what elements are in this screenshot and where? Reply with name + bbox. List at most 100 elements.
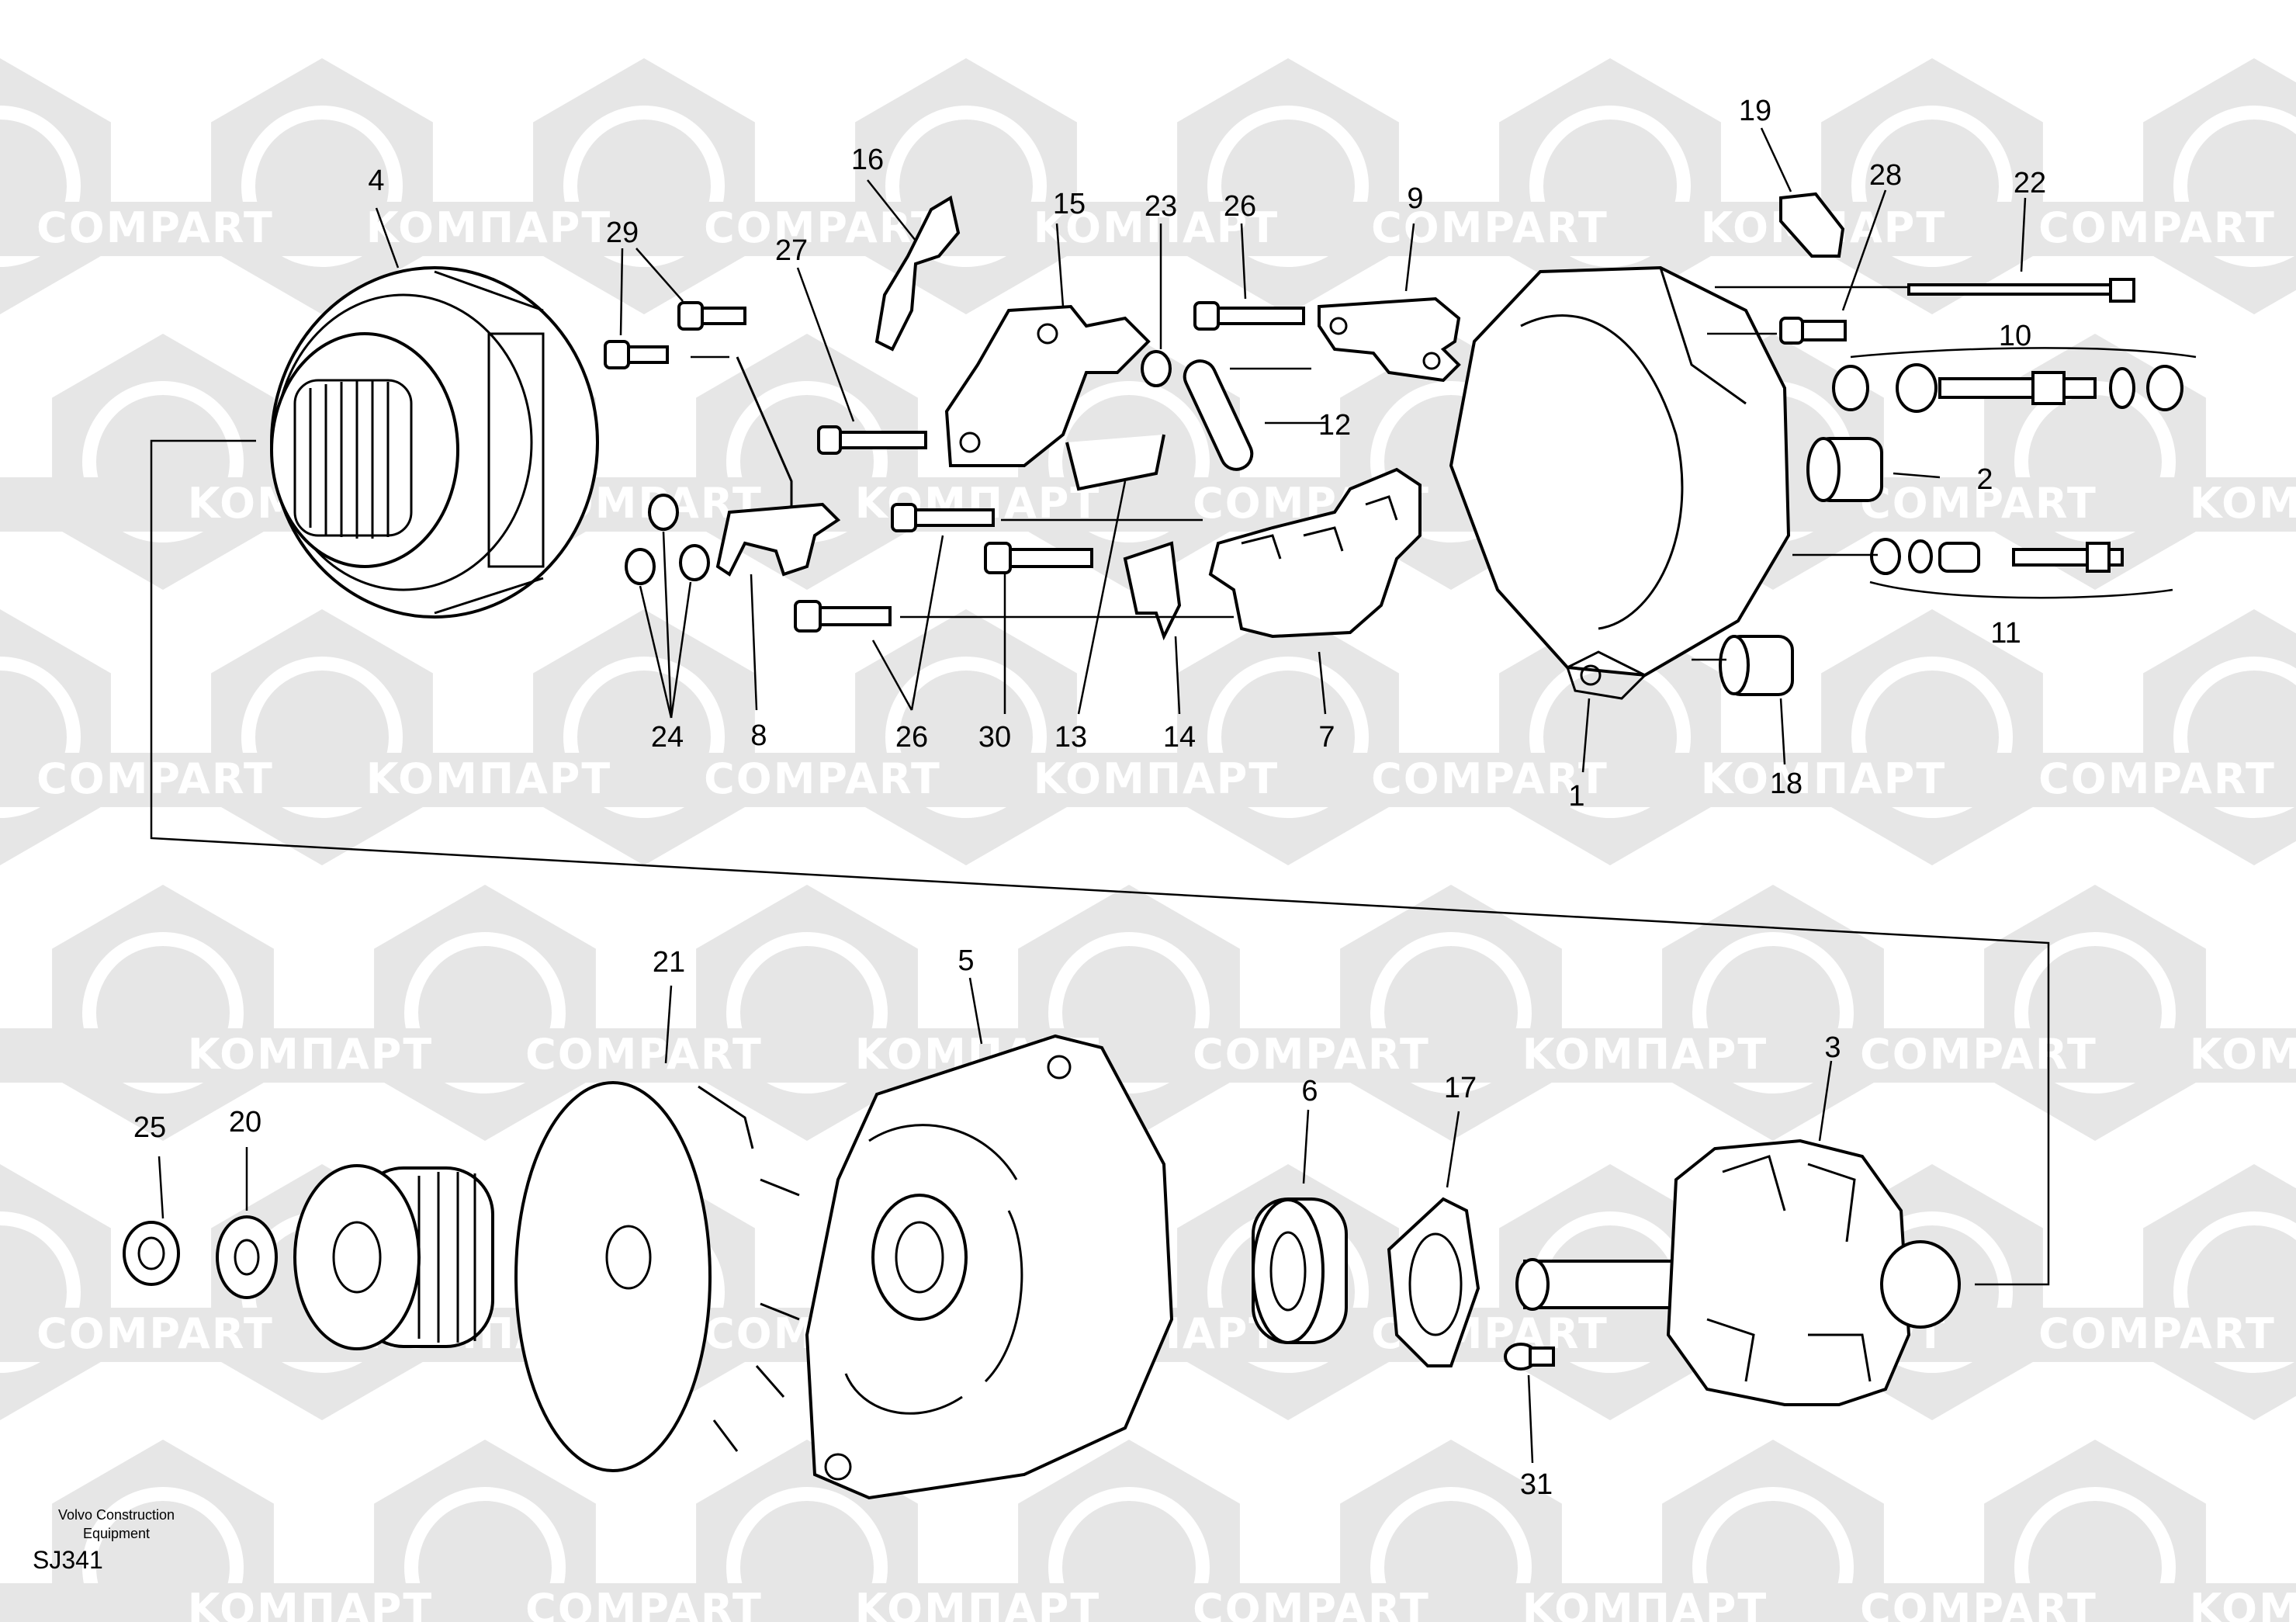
- watermark-word: COMPART: [1860, 1585, 2097, 1622]
- callout-6: 6: [1301, 1075, 1318, 1107]
- watermark-hexagon: [1340, 1440, 1562, 1622]
- watermark-word: KOMПAPT: [1522, 1030, 1768, 1079]
- part-7-diode-bridge: [1208, 467, 1422, 639]
- watermark-ring: [563, 106, 725, 267]
- watermark-ring: [563, 657, 725, 818]
- callout-22: 22: [2014, 167, 2046, 199]
- callout-29: 29: [606, 217, 639, 249]
- callout-14: 14: [1163, 721, 1196, 754]
- watermark-word: COMPART: [2038, 203, 2276, 252]
- watermark-word: COMPART: [36, 754, 274, 803]
- part-2-insulating-sleeve: [1806, 437, 1883, 502]
- watermark-ring: [404, 1487, 566, 1622]
- watermark-ring: [82, 381, 244, 542]
- watermark-word: COMPART: [1371, 754, 1609, 803]
- watermark-ring: [404, 932, 566, 1093]
- callout-10: 10: [1999, 320, 2031, 352]
- watermark-word: COMPART: [2038, 1309, 2276, 1358]
- watermark-word: COMPART: [2038, 754, 2276, 803]
- watermark-hexagon: [0, 1164, 111, 1420]
- watermark-hexagon: [0, 58, 111, 314]
- part-21-fan: [514, 1081, 800, 1472]
- callout-12: 12: [1318, 409, 1351, 442]
- part-14-terminal-clip: [1123, 541, 1182, 641]
- watermark-ring: [2173, 1211, 2296, 1373]
- callout-labels: 4 29 16 27 15 23 26 9 19 28 22 10 12 2 1…: [133, 95, 2046, 1501]
- callout-1: 1: [1568, 780, 1584, 813]
- watermark-hexagon: [52, 1440, 274, 1622]
- watermark-word: COMPART: [1193, 1030, 1430, 1079]
- part-22-through-bolt: [1907, 278, 2135, 303]
- part-13-wire-bracket: [1065, 434, 1165, 491]
- watermark-word: KOMПAPT: [2190, 1585, 2296, 1622]
- watermark-word: COMPART: [36, 203, 274, 252]
- watermark-word: COMPART: [36, 1309, 274, 1358]
- part-12-strap: [1183, 359, 1254, 471]
- callout-23: 23: [1145, 190, 1177, 223]
- part-10-hardware: [1832, 363, 2183, 413]
- callout-31: 31: [1520, 1468, 1553, 1501]
- footer-diagram-code: SJ341: [33, 1546, 103, 1574]
- callout-21: 21: [653, 946, 685, 979]
- watermark-ring: [1370, 932, 1532, 1093]
- watermark-word: COMPART: [525, 1030, 763, 1079]
- callout-27: 27: [775, 234, 808, 267]
- watermark-ring: [0, 1211, 81, 1373]
- pulley: [293, 1164, 494, 1350]
- callout-8: 8: [750, 719, 767, 752]
- watermark-ring: [0, 657, 81, 818]
- part-19-cap: [1779, 192, 1845, 258]
- callout-5: 5: [958, 944, 974, 977]
- watermark-word: COMPART: [704, 203, 941, 252]
- callout-25: 25: [133, 1111, 166, 1144]
- callout-19: 19: [1739, 95, 1771, 127]
- watermark-band: [0, 1028, 2296, 1083]
- watermark-word: KOMПAPT: [1522, 1585, 1768, 1622]
- watermark-ring: [241, 657, 403, 818]
- watermark-ring: [726, 932, 888, 1093]
- part-3-rotor: [1515, 1139, 1961, 1406]
- watermark-hexagon: [2143, 609, 2296, 865]
- watermark-word: KOMПAPT: [1034, 754, 1279, 803]
- part-9-regulator: [1318, 296, 1461, 383]
- callout-28: 28: [1869, 159, 1902, 192]
- watermark-ring: [2173, 657, 2296, 818]
- watermark-ring: [726, 1487, 888, 1622]
- watermark-word: COMPART: [1860, 479, 2097, 528]
- watermark-band: [0, 753, 2296, 807]
- watermark-word: COMPART: [525, 1585, 763, 1622]
- watermark-ring: [82, 932, 244, 1093]
- watermark-ring: [0, 106, 81, 267]
- watermark-hexagon: [2143, 1164, 2296, 1420]
- watermark-word: KOMПAPT: [366, 203, 611, 252]
- watermark-band: [0, 1583, 2296, 1622]
- part-20-washer: [216, 1215, 278, 1299]
- callout-16: 16: [851, 144, 884, 176]
- callout-26-top: 26: [1224, 190, 1256, 223]
- callout-11: 11: [1990, 617, 2021, 650]
- watermark-ring: [2014, 932, 2176, 1093]
- watermark-ring: [1048, 932, 1210, 1093]
- part-16-terminal: [874, 195, 961, 352]
- part-25-pulley-nut: [123, 1221, 180, 1286]
- part-8-connector: [715, 356, 841, 577]
- assembly-connector-line: [150, 439, 2050, 1286]
- fasteners-26-30: [794, 503, 1093, 633]
- watermark-ring: [2014, 1487, 2176, 1622]
- callout-20: 20: [229, 1106, 261, 1139]
- part-4-stator: [270, 266, 599, 619]
- fasteners-29: [604, 301, 746, 369]
- watermark-band: [0, 202, 2296, 256]
- callout-18: 18: [1770, 768, 1803, 800]
- part-5-front-housing: [805, 1034, 1174, 1500]
- watermark-word: KOMПAPT: [188, 1585, 433, 1622]
- watermark-ring: [885, 657, 1047, 818]
- callout-15: 15: [1053, 188, 1086, 220]
- watermark-ring: [1692, 1487, 1854, 1622]
- callout-26-bottom: 26: [895, 721, 928, 754]
- nuts-24: [625, 494, 710, 585]
- part-31-bolt: [1504, 1343, 1555, 1371]
- part-18-sleeve: [1719, 635, 1794, 696]
- watermark-ring: [82, 1487, 244, 1622]
